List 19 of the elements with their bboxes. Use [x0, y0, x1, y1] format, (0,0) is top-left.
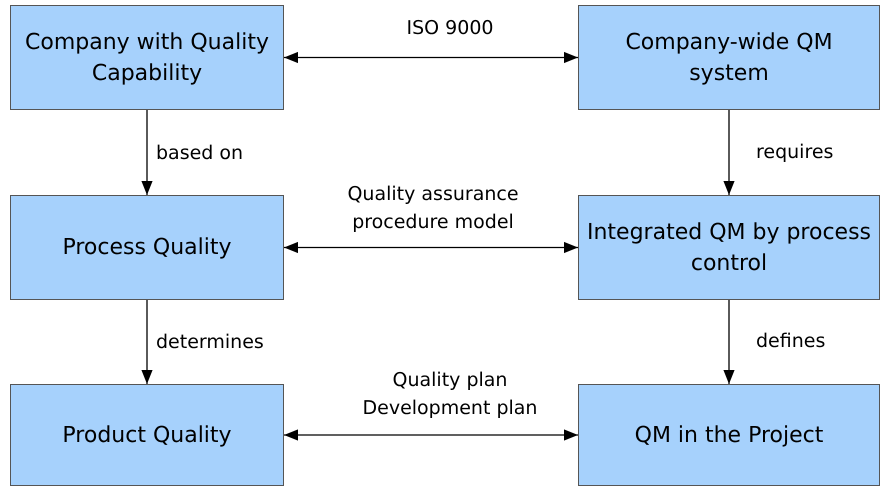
arrow	[141, 110, 153, 195]
process-box	[578, 5, 880, 110]
arrow	[723, 110, 735, 195]
process-box	[10, 195, 284, 300]
arrow	[723, 300, 735, 384]
arrow	[284, 429, 578, 441]
process-box	[578, 195, 880, 300]
arrow	[284, 242, 578, 254]
box-label: Company with Quality Capability	[24, 28, 270, 88]
arrow	[141, 300, 153, 384]
box-label: Process Quality	[61, 234, 233, 262]
box-label: Integrated QM by process control	[586, 218, 872, 278]
process-box	[10, 5, 284, 110]
box-label: Company-wide QM system	[624, 28, 834, 88]
box-label: QM in the Project	[634, 422, 824, 450]
arrow	[284, 52, 578, 64]
process-box	[10, 384, 284, 486]
box-label: Product Quality	[61, 422, 233, 450]
process-box	[578, 384, 880, 486]
